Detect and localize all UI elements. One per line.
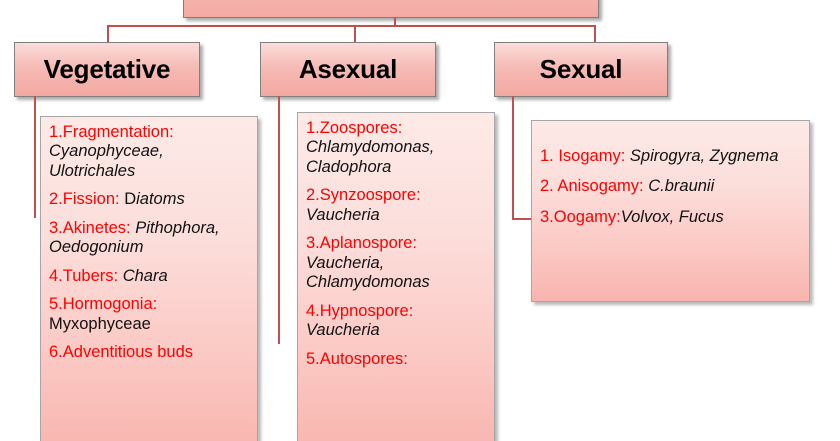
item-term: 5.Autospores: [306, 349, 408, 368]
item-term: 4.Hypnospore: [306, 301, 414, 320]
list-item: 5.Hormogonia: Myxophyceae [49, 295, 249, 334]
connector-vegetative-to-body [34, 96, 36, 218]
list-item: 3.Oogamy:Volvox, Fucus [540, 208, 801, 227]
item-genus: Pithophora, Oedogonium [49, 218, 220, 257]
connector-asexual-to-body [278, 96, 280, 344]
branch-label-vegetative: Vegetative [43, 54, 171, 84]
connector-drop-sexual [594, 25, 596, 43]
branch-label-sexual: Sexual [539, 54, 623, 84]
item-term: 4.Tubers: [49, 266, 119, 285]
connector-drop-vegetative [107, 25, 109, 43]
item-genus: Spirogyra, Zygnema [629, 147, 779, 165]
connector-parent-stem [394, 18, 396, 27]
item-genus: Chlamydomonas, Cladophora [306, 138, 435, 176]
item-genus: Volvox, Fucus [620, 207, 724, 226]
list-item: 6.Adventitious buds [49, 343, 249, 362]
item-genus: Cyanophyceae, Ulotrichales [49, 142, 164, 180]
item-term: 3.Aplanospore: [306, 234, 417, 253]
list-item: 2. Anisogamy: C.braunii [540, 177, 801, 196]
list-item: 4.Tubers: Chara [49, 267, 249, 286]
item-genus: C.braunii [648, 177, 715, 196]
item-term: 2. Anisogamy: [540, 177, 644, 196]
content-box-sexual[interactable]: 1. Isogamy: Spirogyra, Zygnema 2. Anisog… [531, 120, 810, 302]
content-box-vegetative[interactable]: 1.Fragmentation: Cyanophyceae, Ulotricha… [40, 116, 258, 441]
list-item: 4.Hypnospore: Vaucheria [306, 302, 486, 341]
connector-drop-asexual [354, 25, 356, 43]
item-genus: Vaucheria [306, 205, 380, 224]
item-genus: iatoms [136, 190, 185, 209]
branch-label-asexual: Asexual [298, 54, 398, 84]
item-term: 2.Synzoospore: [306, 186, 421, 205]
item-term: 2.Fission: [49, 190, 120, 209]
item-term: 6.Adventitious buds [49, 343, 194, 362]
parent-node-box[interactable] [183, 0, 599, 18]
item-genus: Vaucheria, Chlamydomonas [306, 253, 430, 292]
list-item: 1. Isogamy: Spirogyra, Zygnema [540, 147, 801, 166]
list-item: 5.Autospores: [306, 350, 486, 369]
list-item: 2.Fission: Diatoms [49, 190, 249, 209]
connector-sexual-elbow [512, 218, 534, 220]
item-plain: D [124, 190, 137, 209]
item-term: 1. Isogamy: [540, 147, 626, 165]
item-genus: Vaucheria [306, 321, 380, 340]
list-item: 2.Synzoospore: Vaucheria [306, 186, 486, 225]
list-item: 3.Aplanospore: Vaucheria, Chlamydomonas [306, 234, 486, 292]
item-plain: Myxophyceae [49, 314, 151, 333]
list-item: 1.Fragmentation: Cyanophyceae, Ulotricha… [49, 123, 249, 181]
item-genus: Chara [122, 266, 168, 285]
branch-box-sexual[interactable]: Sexual [494, 42, 668, 97]
content-box-asexual[interactable]: 1.Zoospores: Chlamydomonas, Cladophora 2… [297, 112, 495, 441]
item-term: 3.Oogamy: [540, 207, 621, 226]
list-item: 1.Zoospores: Chlamydomonas, Cladophora [306, 119, 486, 177]
item-term: 3.Akinetes: [49, 218, 131, 237]
item-term: 1.Zoospores: [306, 119, 403, 137]
connector-sexual-to-body [512, 96, 514, 220]
connector-horizontal-bus [107, 25, 596, 27]
item-term: 1.Fragmentation: [49, 123, 174, 141]
item-term: 5.Hormogonia: [49, 295, 158, 314]
branch-box-vegetative[interactable]: Vegetative [14, 42, 200, 97]
branch-box-asexual[interactable]: Asexual [260, 42, 436, 97]
list-item: 3.Akinetes: Pithophora, Oedogonium [49, 219, 249, 258]
